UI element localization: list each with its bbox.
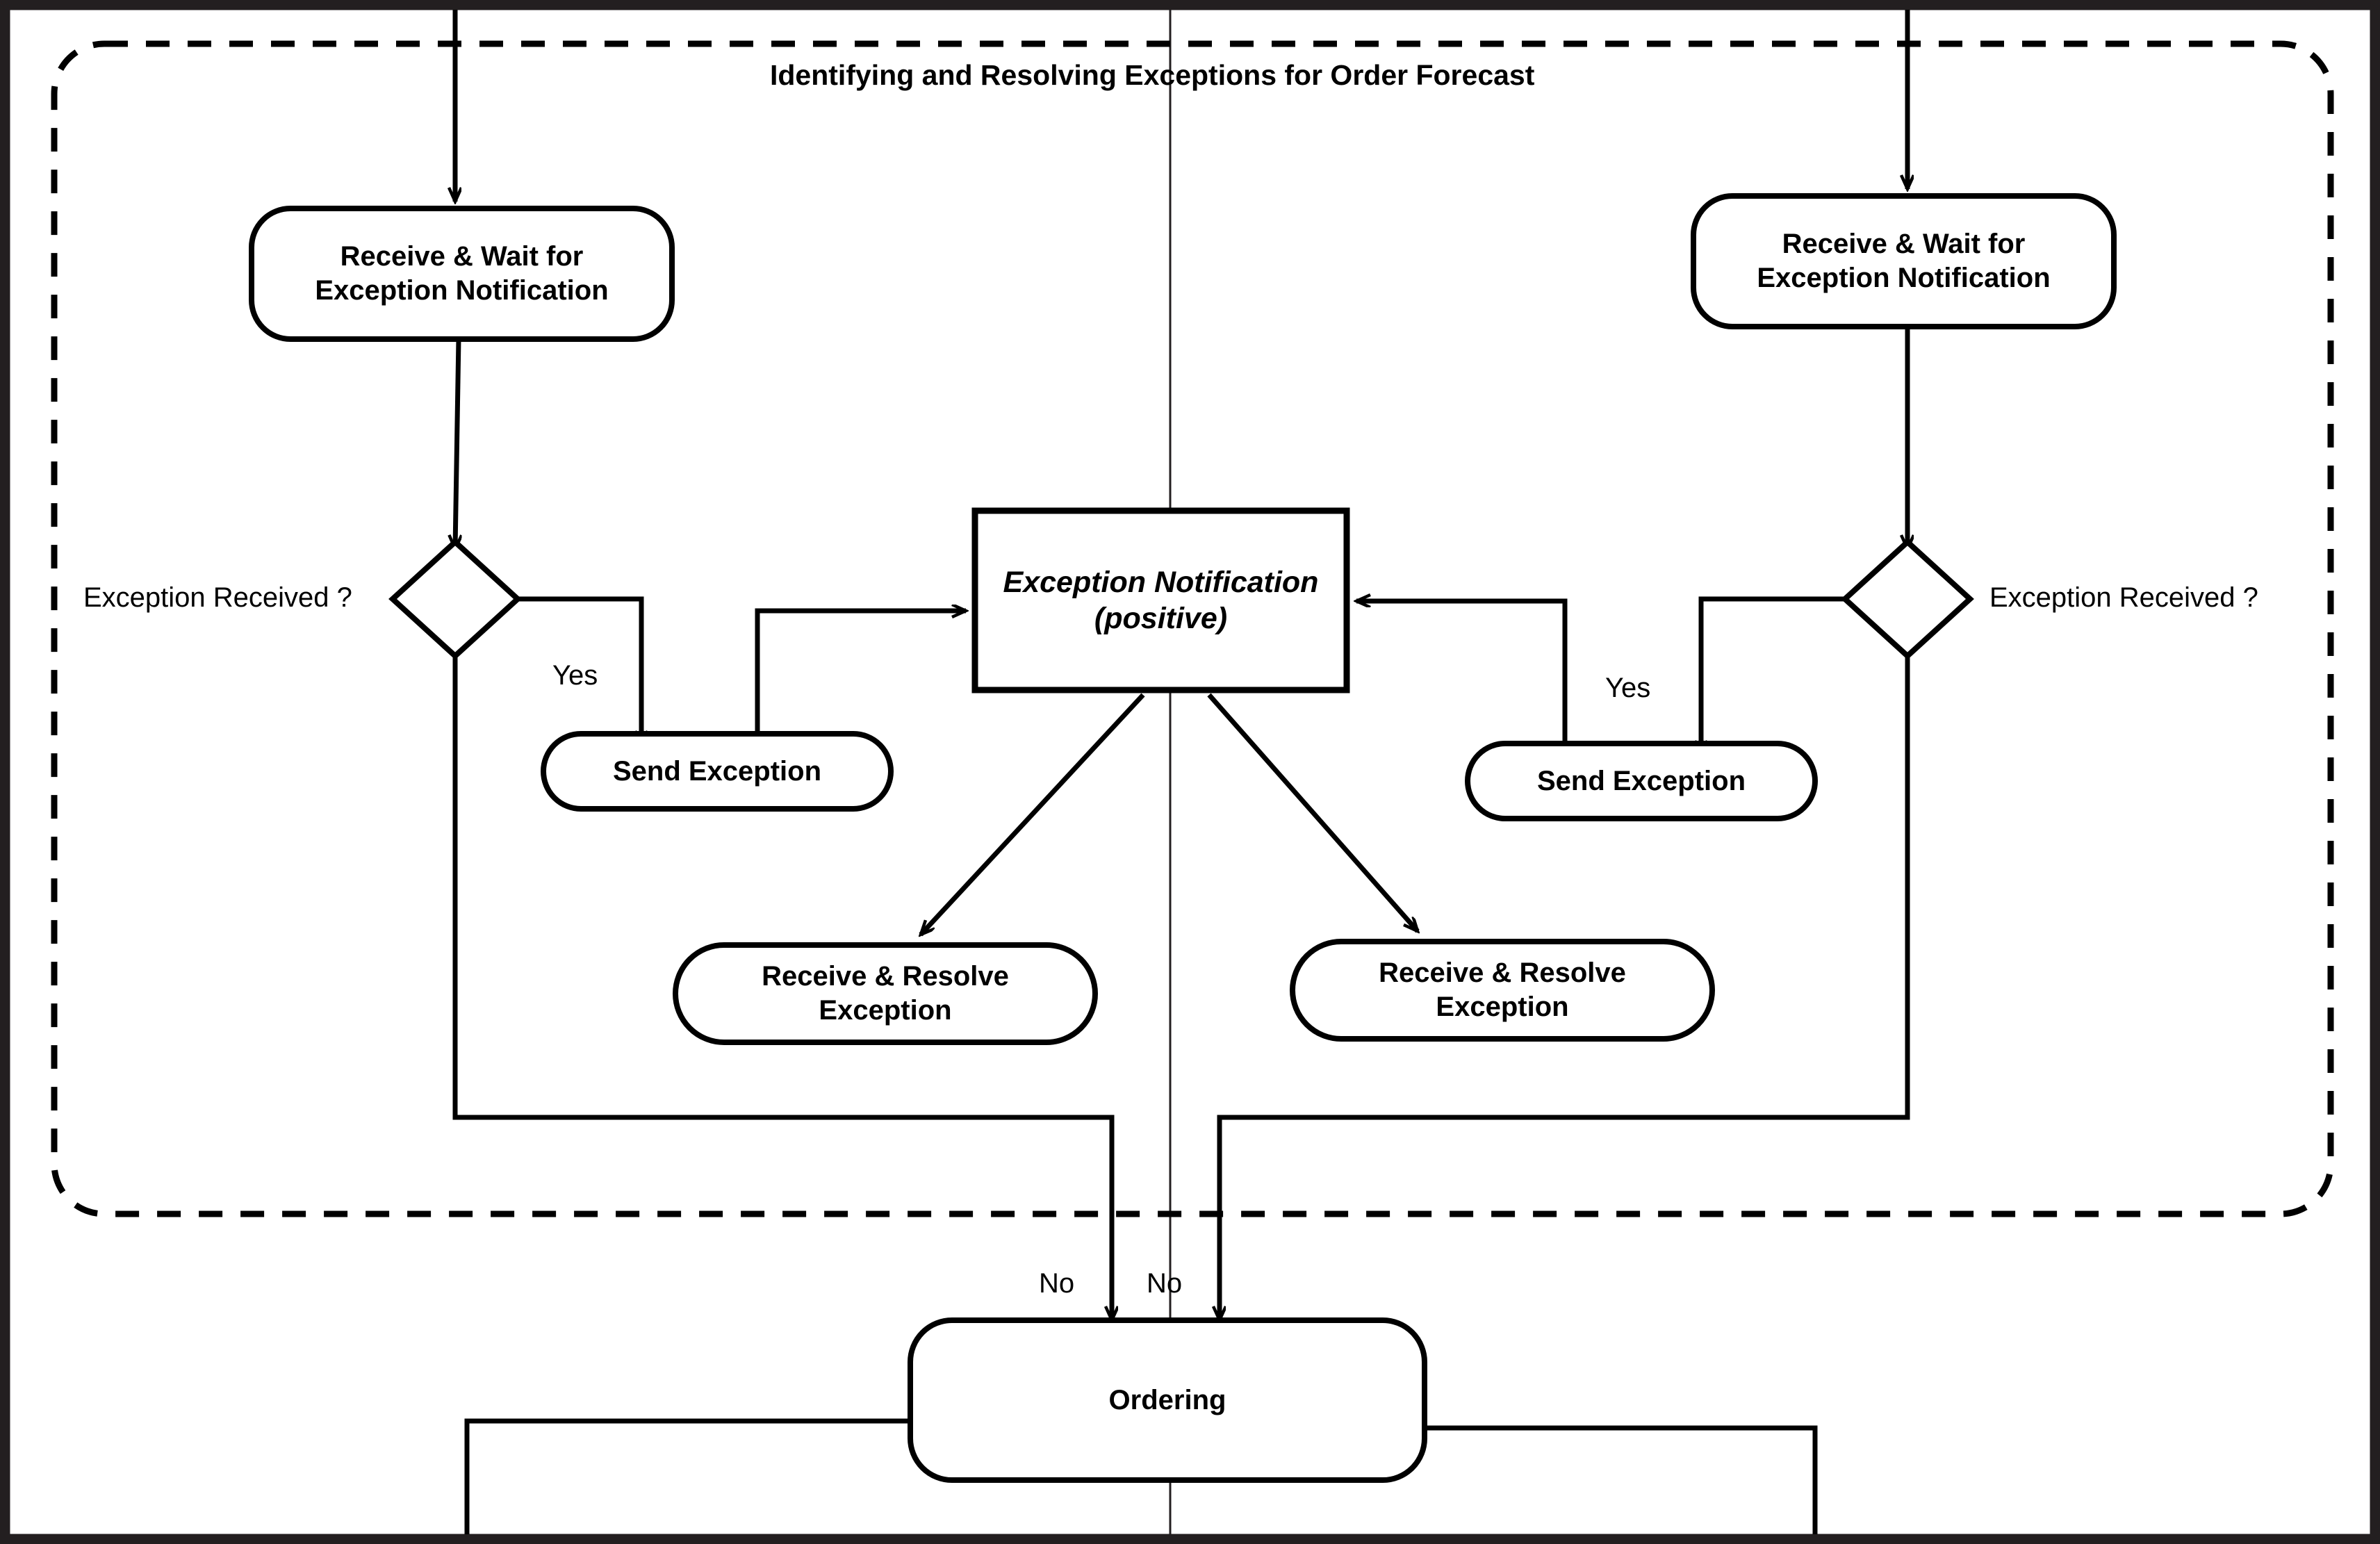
exception-partition-boundary	[51, 40, 2334, 1217]
diagram-title: Identifying and Resolving Exceptions for…	[770, 59, 1535, 91]
edge-ordering-right-out	[464, 1418, 910, 1534]
left-decision-shape	[388, 538, 522, 660]
edge-notification-to-right-resolve	[1207, 693, 1418, 931]
edge-notification-to-left-resolve	[921, 693, 1145, 935]
edge-right-send-to-notification	[1356, 601, 1568, 744]
edge-left-send-to-notification	[755, 611, 966, 734]
right-decision-shape	[1841, 538, 1974, 660]
edge-left-no-to-ordering	[452, 656, 1112, 1320]
exception-notification-shape	[971, 507, 1350, 693]
left-receive-resolve-shape	[673, 942, 1098, 1045]
ordering-shape	[908, 1317, 1427, 1483]
left-receive-wait-shape	[249, 206, 675, 342]
left-decision-label: Exception Received ?	[83, 582, 352, 613]
right-receive-wait-shape	[1691, 193, 2117, 329]
right-receive-resolve-shape	[1290, 939, 1715, 1042]
left-yes-label: Yes	[552, 660, 598, 691]
edge-left-receive-to-decision	[455, 338, 459, 549]
left-send-exception-shape	[541, 731, 894, 812]
right-yes-label: Yes	[1605, 673, 1651, 703]
right-decision-label: Exception Received ?	[1989, 582, 2258, 613]
edge-ordering-left-out	[1425, 1425, 1818, 1534]
edge-right-yes-to-send	[1701, 596, 1845, 755]
edge-left-yes-to-send	[518, 596, 641, 745]
right-no-label: No	[1147, 1268, 1183, 1299]
edge-right-no-to-ordering	[1220, 656, 1910, 1320]
right-send-exception-shape	[1465, 741, 1818, 821]
left-no-label: No	[1039, 1268, 1075, 1299]
